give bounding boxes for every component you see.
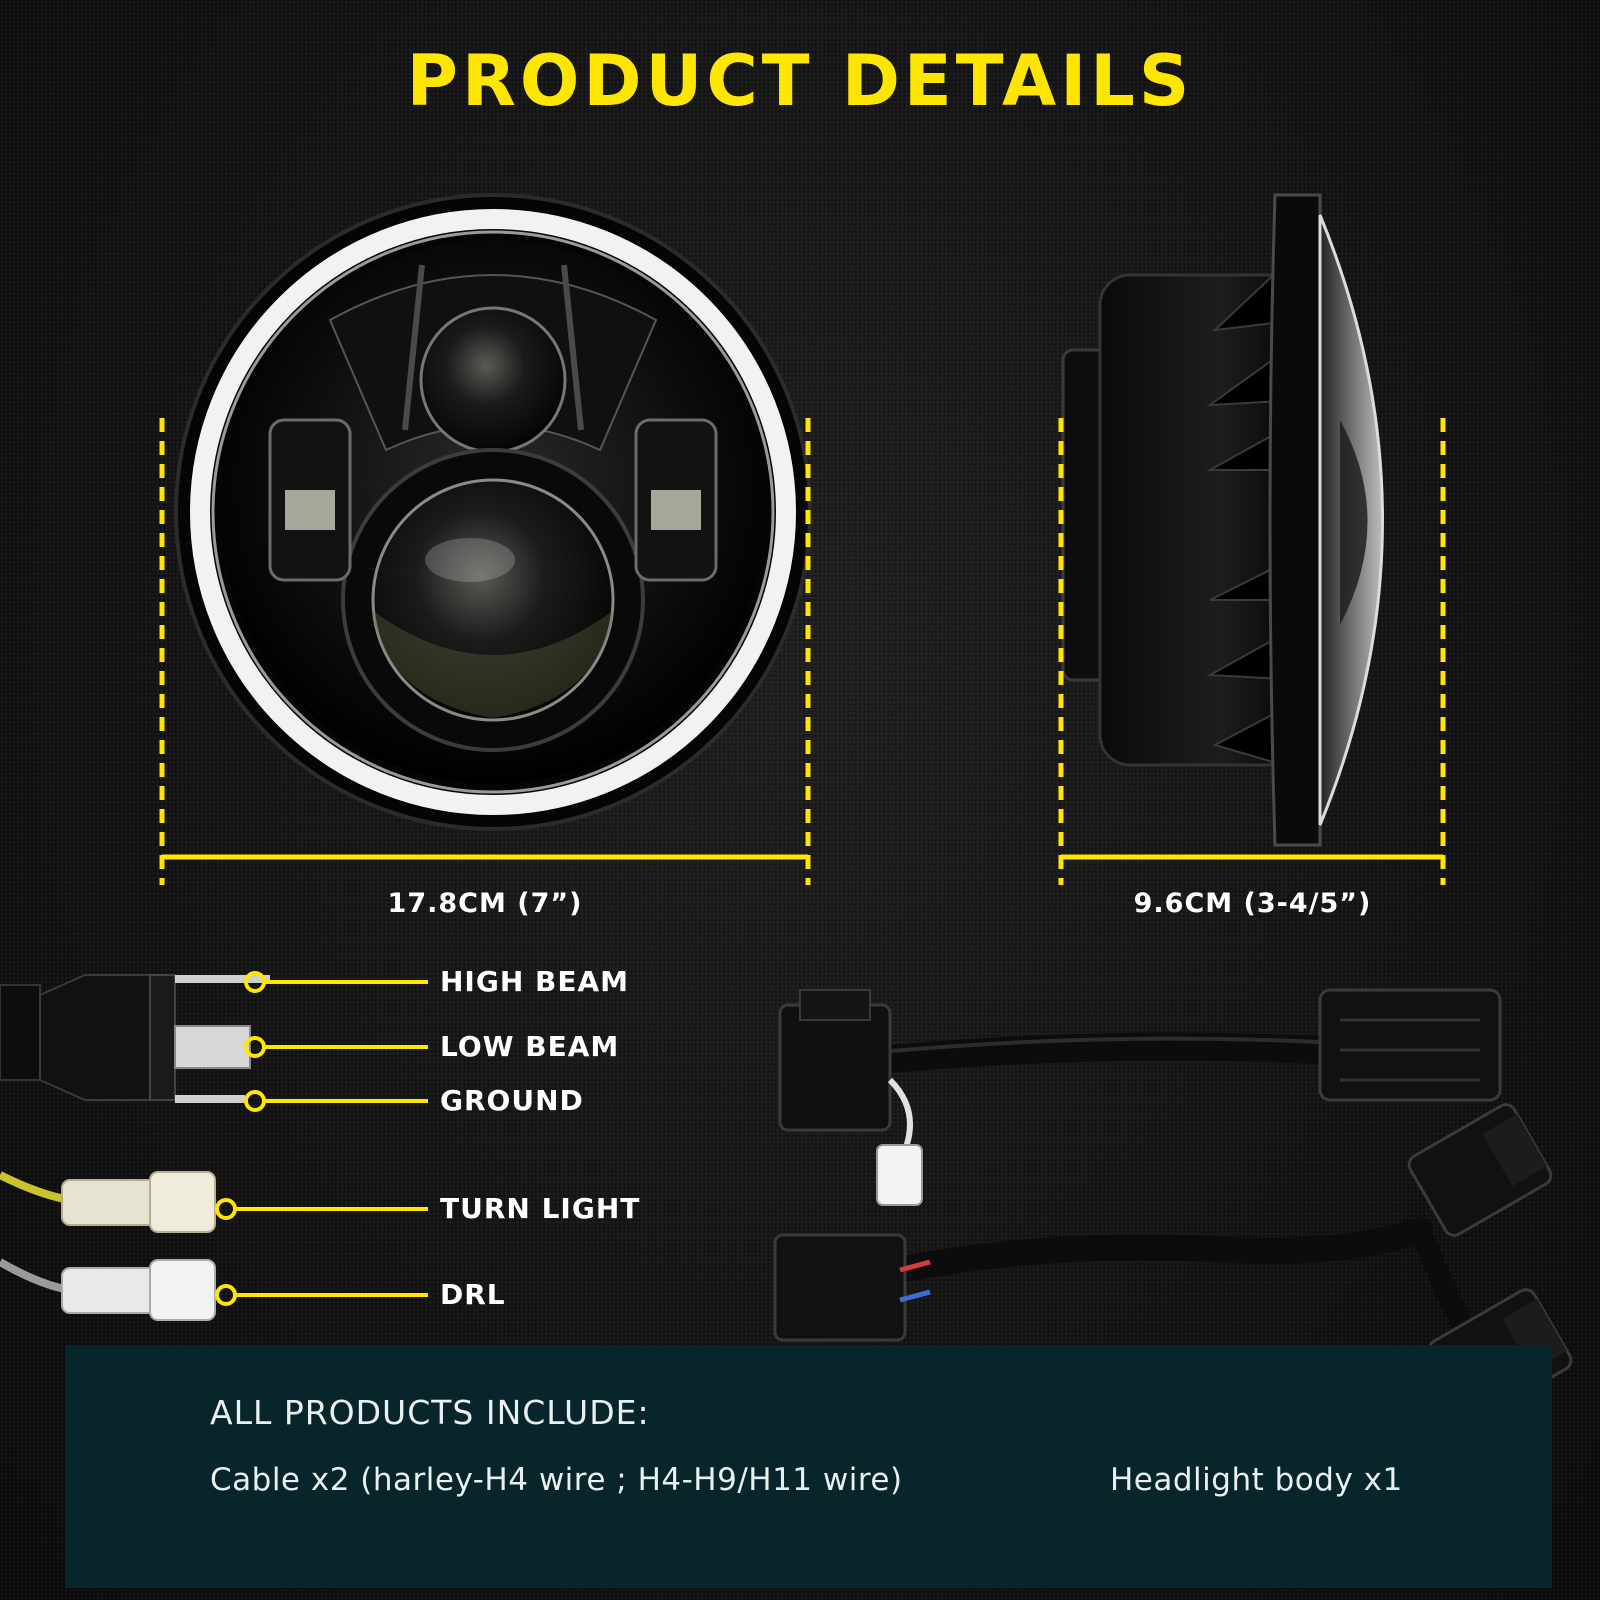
turn-light-label: TURN LIGHT bbox=[440, 1192, 641, 1225]
halo-ring bbox=[190, 209, 796, 815]
diameter-dimension bbox=[159, 418, 811, 885]
ground-label: GROUND bbox=[440, 1084, 584, 1117]
harley-h4-cable bbox=[778, 988, 1502, 1206]
high-beam-label: HIGH BEAM bbox=[440, 965, 630, 998]
includes-panel: ALL PRODUCTS INCLUDE: Cable x2 (harley-H… bbox=[65, 1345, 1552, 1588]
spade-connectors bbox=[0, 1171, 216, 1321]
page-title: PRODUCT DETAILS bbox=[406, 40, 1194, 122]
depth-dimension bbox=[1058, 418, 1446, 885]
low-beam-label: LOW BEAM bbox=[440, 1030, 620, 1063]
depth-label: 9.6CM (3-4/5”) bbox=[1133, 888, 1372, 919]
include-item-cable: Cable x2 (harley-H4 wire ; H4-H9/H11 wir… bbox=[210, 1462, 903, 1498]
include-item-body: Headlight body x1 bbox=[1110, 1462, 1403, 1498]
h4-connector bbox=[0, 974, 270, 1103]
drl-label: DRL bbox=[440, 1278, 506, 1311]
headlight-side-view bbox=[1061, 193, 1384, 847]
includes-heading: ALL PRODUCTS INCLUDE: bbox=[210, 1393, 650, 1432]
wire-callout-lines bbox=[215, 971, 428, 1306]
headlight-front-view bbox=[174, 193, 812, 831]
diameter-label: 17.8CM (7”) bbox=[387, 888, 583, 919]
